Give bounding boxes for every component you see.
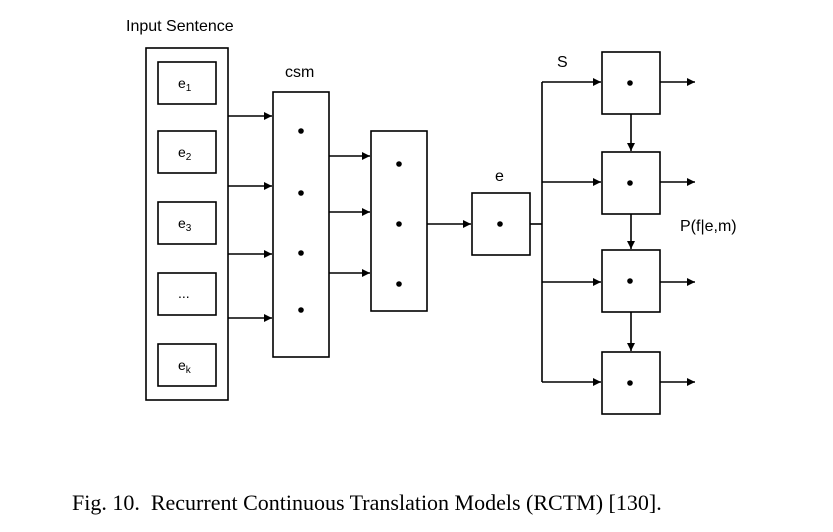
- recurrent-step-2: [601, 151, 661, 215]
- s-label: S: [557, 54, 568, 71]
- token-ek-sub: k: [186, 365, 192, 376]
- token-e3: e3: [157, 201, 217, 245]
- recurrent-step-3: [601, 249, 661, 313]
- csm-layer-arrows: [329, 152, 370, 277]
- token-e1-sub: 1: [186, 83, 192, 94]
- token-ek: ek: [157, 343, 217, 387]
- svg-text:e2: e2: [178, 144, 192, 163]
- output-arrows: [660, 78, 695, 386]
- csm-layer-2-nodes: [396, 161, 402, 287]
- csm-label: csm: [285, 64, 314, 81]
- csm-layer-1-nodes: [298, 128, 304, 313]
- csm-layer-2: [370, 130, 428, 312]
- token-e3-sub: 3: [186, 223, 192, 234]
- figure-caption: Fig. 10. Recurrent Continuous Translatio…: [72, 490, 662, 515]
- svg-text:ek: ek: [178, 357, 192, 376]
- token-ek-base: e: [178, 357, 186, 373]
- token-ellipsis: ...: [157, 272, 217, 316]
- input-sentence-title: Input Sentence: [126, 18, 234, 35]
- token-e1-base: e: [178, 75, 186, 91]
- token-ellipsis-text: ...: [178, 285, 190, 301]
- token-e1: e1: [157, 61, 217, 105]
- input-to-csm-arrows: [228, 112, 272, 322]
- e-vector-node: [497, 221, 503, 227]
- svg-text:e3: e3: [178, 215, 192, 234]
- token-e2-sub: 2: [186, 152, 192, 163]
- svg-text:e1: e1: [178, 75, 192, 94]
- csm-layer-1: [272, 91, 330, 358]
- token-e2: e2: [157, 130, 217, 174]
- token-e2-base: e: [178, 144, 186, 160]
- output-probability-label: P(f|e,m): [680, 218, 737, 235]
- recurrent-step-1: [601, 51, 661, 115]
- e-label: e: [495, 168, 504, 185]
- e-distribution-lines: [530, 78, 601, 386]
- recurrent-step-4: [601, 351, 661, 415]
- token-e3-base: e: [178, 215, 186, 231]
